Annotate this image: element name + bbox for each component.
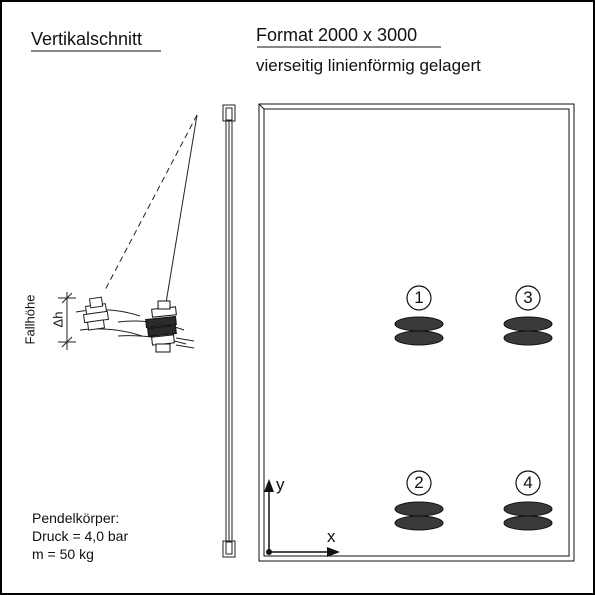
drop-height-dimension bbox=[58, 292, 76, 350]
impact-point-1 bbox=[394, 285, 444, 346]
pendulum-mass: m = 50 kg bbox=[32, 546, 94, 562]
impact-point-2 bbox=[394, 470, 444, 531]
vertical-section-pane bbox=[222, 104, 236, 558]
pendulum-body-start bbox=[82, 296, 110, 331]
section-heading: Vertikalschnitt bbox=[31, 29, 143, 49]
axis-label-y: y bbox=[276, 475, 285, 494]
pendulum-pressure: Druck = 4,0 bar bbox=[32, 528, 129, 544]
impact-label-1: 1 bbox=[414, 288, 424, 307]
coordinate-axes bbox=[264, 479, 340, 557]
drop-height-label: Fallhöhe bbox=[22, 294, 38, 345]
format-heading: Format 2000 x 3000 bbox=[256, 25, 418, 45]
support-subtitle: vierseitig linienförmig gelagert bbox=[256, 56, 481, 75]
impact-label-2: 2 bbox=[414, 473, 424, 492]
impact-label-4: 4 bbox=[523, 473, 533, 492]
impact-point-4 bbox=[503, 470, 553, 531]
front-view-pane bbox=[258, 103, 575, 562]
axis-label-x: x bbox=[327, 527, 336, 546]
impact-point-3 bbox=[503, 285, 553, 346]
pendulum-body-impact bbox=[145, 300, 177, 353]
impact-label-3: 3 bbox=[523, 288, 533, 307]
pendulum-title: Pendelkörper: bbox=[32, 510, 120, 526]
pendulum-swing bbox=[75, 114, 198, 349]
drop-height-symbol: Δh bbox=[50, 311, 66, 328]
